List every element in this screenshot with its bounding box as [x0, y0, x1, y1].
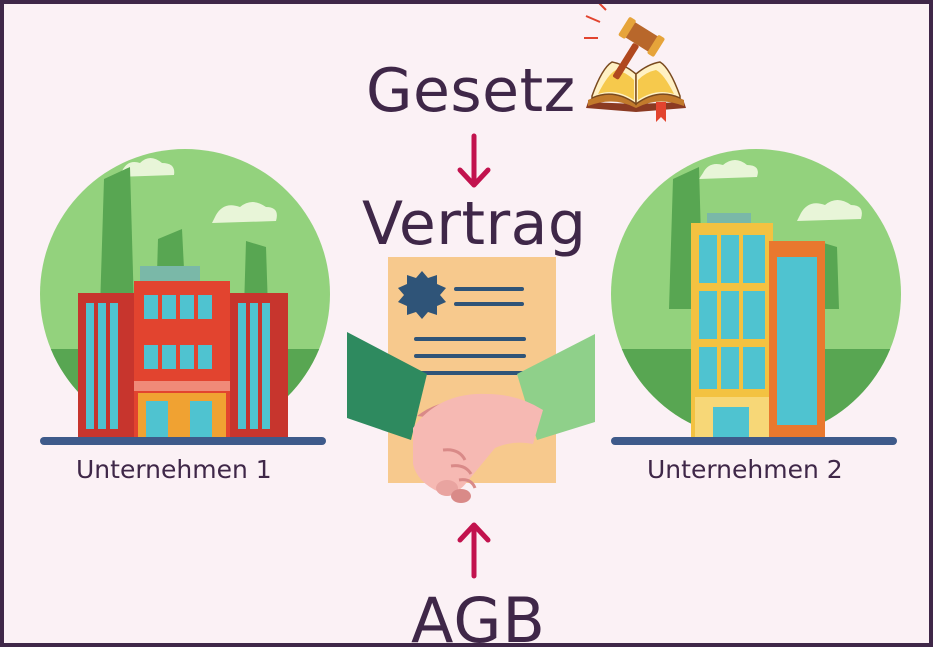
company-1-label: Unternehmen 1 — [76, 455, 272, 484]
office-building-icon — [40, 149, 330, 445]
seal-icon — [398, 271, 446, 319]
law-label: Gesetz — [366, 56, 576, 126]
arrow-down-icon — [457, 133, 491, 188]
gavel-on-book-icon — [584, 4, 686, 122]
arrow-up-icon — [457, 522, 491, 579]
contract-label: Vertrag — [362, 189, 587, 259]
company-2-label: Unternehmen 2 — [647, 455, 843, 484]
terms-label: AGB — [411, 584, 546, 647]
office-building-icon — [611, 149, 901, 445]
handshake-icon — [347, 332, 595, 503]
